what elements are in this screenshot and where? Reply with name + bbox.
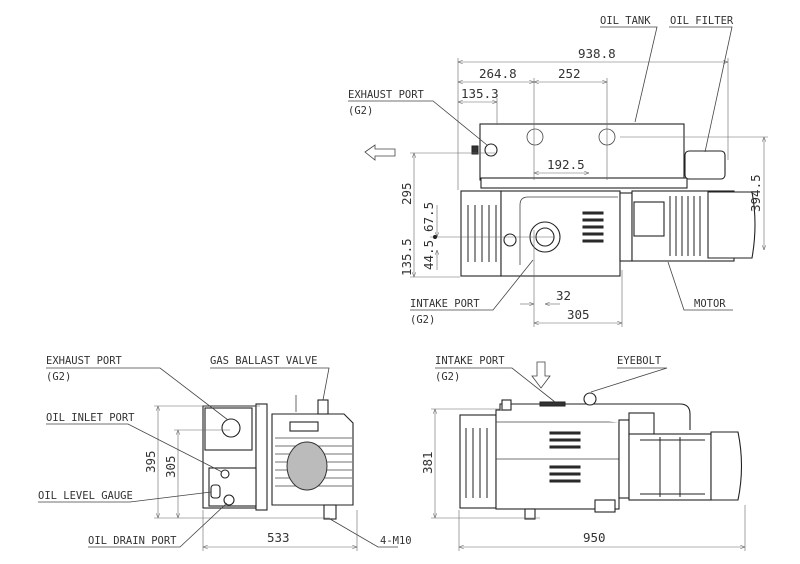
cooler xyxy=(459,414,497,509)
dim-381: 381 xyxy=(420,451,435,474)
exhaust-port-circle xyxy=(221,418,241,438)
label-exhaust-port-thread: (G2) xyxy=(46,371,71,383)
side-dimension-lines xyxy=(431,408,746,551)
label-gas-ballast-valve: GAS BALLAST VALVE xyxy=(210,355,317,367)
terminal-box xyxy=(633,201,665,237)
label-intake-port: INTAKE PORT xyxy=(410,298,480,310)
dim-135-3: 135.3 xyxy=(461,86,499,101)
oil-drain xyxy=(223,494,235,506)
label-exhaust-port: EXHAUST PORT xyxy=(46,355,123,367)
dim-192-5: 192.5 xyxy=(547,157,585,172)
eyebolt xyxy=(583,392,597,406)
dim-32: 32 xyxy=(556,288,571,303)
side-leader-lines xyxy=(435,367,668,403)
dim-67-5: 67.5 xyxy=(421,202,436,232)
coupling xyxy=(618,419,630,499)
label-exhaust-port-thread: (G2) xyxy=(348,105,373,117)
top-view: OIL TANK OIL FILTER EXHAUST PORT (G2) IN… xyxy=(348,15,768,327)
dim-135-5: 135.5 xyxy=(399,238,414,276)
end-view: EXHAUST PORT (G2) GAS BALLAST VALVE OIL … xyxy=(38,355,412,551)
label-oil-inlet-port: OIL INLET PORT xyxy=(46,412,135,424)
dim-950: 950 xyxy=(583,530,606,545)
plug xyxy=(503,233,517,247)
oil-tank xyxy=(479,123,685,181)
oil-tank-port-1 xyxy=(526,128,544,146)
label-oil-filter: OIL FILTER xyxy=(670,15,734,27)
top-leader-lines xyxy=(348,26,733,311)
label-exhaust-port: EXHAUST PORT xyxy=(348,89,425,101)
exhaust-nut xyxy=(471,145,479,155)
label-oil-level-gauge: OIL LEVEL GAUGE xyxy=(38,490,133,502)
side-view: INTAKE PORT (G2) EYEBOLT 950 381 xyxy=(420,355,746,551)
dim-533: 533 xyxy=(267,530,290,545)
end-flange xyxy=(255,403,268,511)
cooler-fins xyxy=(465,428,488,498)
oil-inlet xyxy=(220,469,230,479)
gas-ballast xyxy=(501,399,512,411)
housing-vents xyxy=(582,211,604,243)
foot xyxy=(524,508,536,520)
motor-fins xyxy=(669,196,701,256)
cooler-fins xyxy=(467,205,497,262)
dim-305: 305 xyxy=(163,455,178,478)
pump-housing xyxy=(495,409,620,510)
dim-44-5: 44.5 xyxy=(421,240,436,270)
end-dimension-lines xyxy=(154,405,358,551)
top-dimension-lines xyxy=(410,58,768,327)
foot xyxy=(594,499,616,513)
oil-level-gauge xyxy=(210,484,221,499)
motor-fins xyxy=(640,437,705,497)
dim-395: 395 xyxy=(143,450,158,473)
label-intake-port: INTAKE PORT xyxy=(435,355,505,367)
dim-305: 305 xyxy=(567,307,590,322)
label-oil-tank: OIL TANK xyxy=(600,15,651,27)
dim-938-8: 938.8 xyxy=(578,46,616,61)
exhaust-fitting xyxy=(484,143,498,157)
label-oil-drain-port: OIL DRAIN PORT xyxy=(88,535,177,547)
fan-grille xyxy=(286,441,328,491)
label-eyebolt: EYEBOLT xyxy=(617,355,662,367)
label-4-m10: 4-M10 xyxy=(380,535,412,547)
housing-contour xyxy=(519,196,618,265)
cooler xyxy=(460,190,502,277)
exhaust-flow-arrow-icon xyxy=(364,144,396,161)
coupling xyxy=(619,192,633,262)
intake-flow-arrow-icon xyxy=(531,361,551,389)
dim-264-8: 264.8 xyxy=(479,66,517,81)
housing-vents xyxy=(549,431,581,483)
intake-port-top xyxy=(539,401,566,407)
label-intake-port-thread: (G2) xyxy=(410,314,435,326)
terminal-box xyxy=(628,412,655,436)
dim-394-5: 394.5 xyxy=(748,174,763,212)
motor-fan-cover xyxy=(707,191,756,259)
foot xyxy=(323,504,337,520)
motor xyxy=(628,433,712,501)
dim-252: 252 xyxy=(558,66,581,81)
label-intake-port-thread: (G2) xyxy=(435,371,460,383)
label-motor: MOTOR xyxy=(694,298,726,310)
gas-ballast-valve xyxy=(317,399,329,415)
oil-filter xyxy=(684,150,726,180)
nameplate xyxy=(289,421,319,432)
motor-fan-cover xyxy=(710,431,743,501)
dim-295: 295 xyxy=(399,182,414,205)
oil-tank-base xyxy=(480,177,688,189)
end-leader-lines xyxy=(38,367,398,548)
